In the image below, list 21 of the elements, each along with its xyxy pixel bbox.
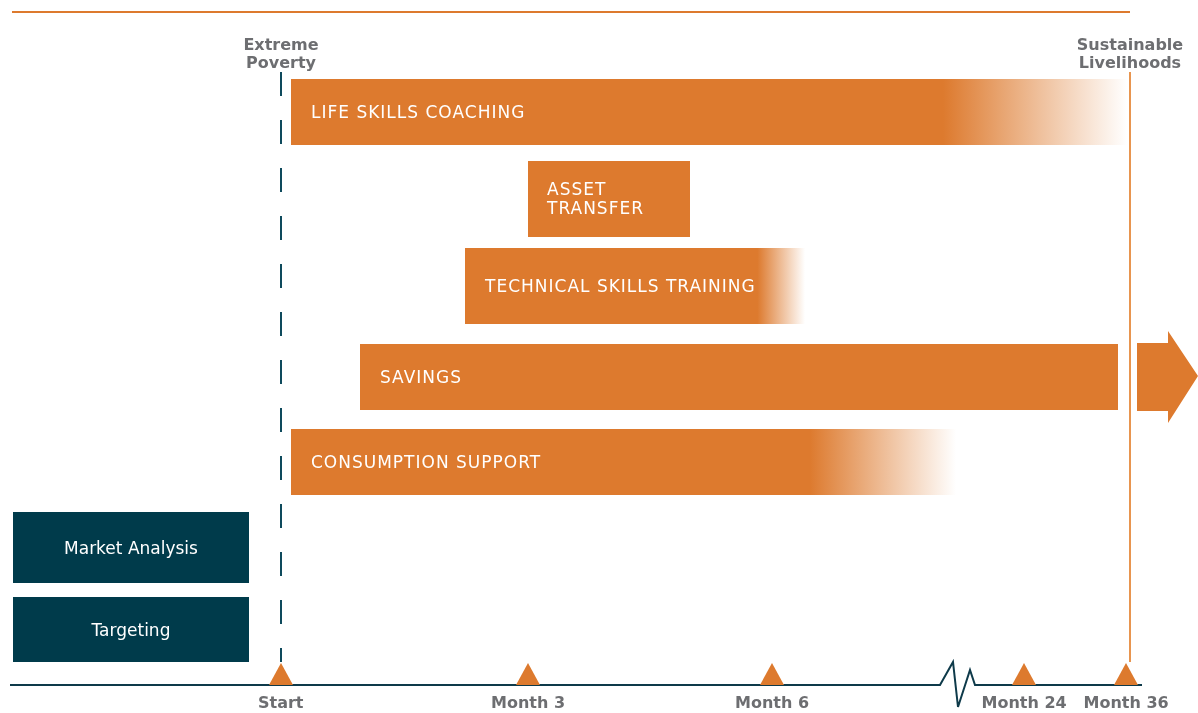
axis-label: Start [258,694,304,712]
phase-label: Targeting [91,619,171,640]
phase-label: Market Analysis [64,537,198,558]
activity-label: CONSUMPTION SUPPORT [311,452,542,472]
activity-bar [528,161,690,237]
activity-bar [465,248,805,324]
phase-box [13,512,249,583]
axis-label: Month 36 [1083,694,1169,712]
activity-bar [360,344,1118,410]
axis-label: Month 6 [735,694,810,712]
activity-label: TECHNICAL SKILLS TRAINING [485,276,756,296]
axis-label: Month 3 [491,694,566,712]
milestone-label: Extreme Poverty [242,36,320,72]
activity-label: ASSET TRANSFER [547,180,645,218]
activity-label: LIFE SKILLS COACHING [311,102,526,122]
activity-bar [291,79,1127,145]
activity-bar [291,429,956,495]
milestone-label: Sustainable Livelihoods [1075,36,1185,72]
phase-box [13,597,249,662]
activity-label: SAVINGS [380,367,462,387]
axis-label: Month 24 [981,694,1067,712]
